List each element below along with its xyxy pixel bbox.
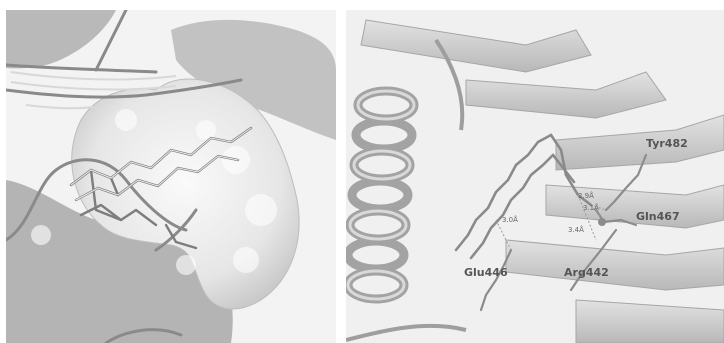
- binding-site-panel: 2.9Å 3.1Å 3.4Å 3.0Å Tyr482 Gln467 Arg442…: [346, 10, 724, 343]
- residue-label-gln467: Gln467: [636, 210, 680, 223]
- atom: [598, 218, 606, 226]
- distance-label: 3.4Å: [568, 225, 584, 234]
- residue-label-glu446: Glu446: [464, 266, 508, 279]
- residue-label-arg442: Arg442: [564, 266, 609, 279]
- surface-pocket-image: [6, 10, 336, 343]
- binding-site-image: 2.9Å 3.1Å 3.4Å 3.0Å Tyr482 Gln467 Arg442…: [346, 10, 724, 343]
- residue-label-tyr482: Tyr482: [646, 137, 688, 150]
- distance-label: 2.9Å: [578, 191, 594, 200]
- residue-sticks: [481, 155, 646, 310]
- surface-pocket-panel: [6, 10, 336, 343]
- distance-label: 3.1Å: [583, 203, 599, 212]
- distance-label: 3.0Å: [502, 215, 518, 224]
- alpha-helix: [348, 91, 414, 299]
- beta-strands: [361, 20, 724, 343]
